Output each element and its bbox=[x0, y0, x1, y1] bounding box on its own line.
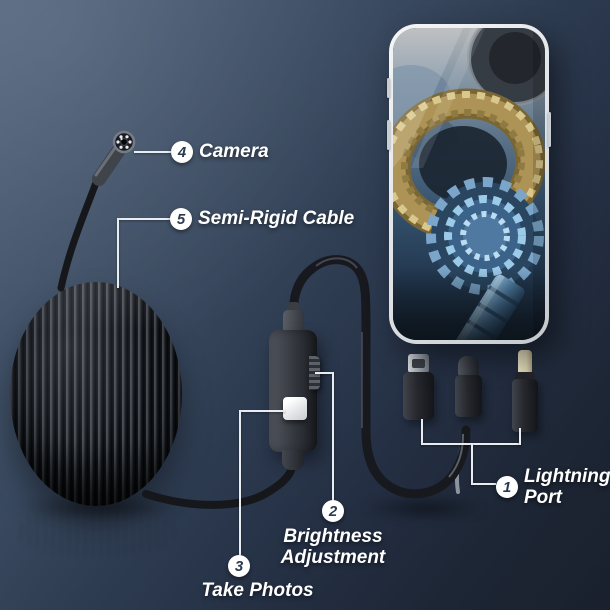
smartphone bbox=[387, 24, 551, 344]
callout-line-wheel-v bbox=[332, 372, 334, 500]
controller-body bbox=[269, 330, 317, 452]
lightning-collar bbox=[515, 372, 535, 380]
label-semi-rigid-cable: Semi-Rigid Cable bbox=[198, 208, 355, 229]
callout-line-cable-v bbox=[117, 218, 119, 288]
label-brightness-line1: Brightness bbox=[283, 526, 383, 547]
label-take-photos: Take Photos bbox=[201, 580, 314, 601]
label-brightness-line2: Adjustment bbox=[280, 547, 386, 568]
controller-bottom-taper bbox=[282, 450, 304, 470]
phone-screen bbox=[393, 28, 545, 340]
usb-c-connector bbox=[455, 356, 482, 417]
phone-side-button-volume bbox=[387, 120, 390, 150]
coiled-semi-rigid-cable bbox=[10, 282, 182, 506]
controller-cable-nub bbox=[288, 302, 299, 312]
label-lightning-port-line1: Lightning bbox=[524, 466, 610, 487]
label-lightning-port-line2: Port bbox=[524, 487, 562, 508]
label-brightness-adjustment: Brightness Adjustment bbox=[253, 526, 413, 568]
usb-c-tip bbox=[458, 356, 479, 376]
callout-line-cable-h bbox=[118, 218, 170, 220]
callout-line-camera bbox=[134, 151, 171, 153]
micro-usb-connector bbox=[403, 354, 434, 420]
cable-floor-shadow bbox=[362, 496, 486, 520]
connector-bracket-right bbox=[519, 428, 521, 445]
lightning-metal-tip bbox=[518, 350, 532, 373]
callout-badge-2: 2 bbox=[322, 500, 344, 522]
micro-usb-slot bbox=[412, 359, 425, 368]
micro-usb-body bbox=[403, 372, 434, 420]
phone-side-button-power bbox=[548, 112, 551, 147]
label-lightning-port: Lightning Port bbox=[524, 466, 610, 508]
connector-bracket-left bbox=[421, 419, 423, 445]
controller-neck bbox=[283, 310, 304, 334]
lightning-connector bbox=[512, 350, 538, 432]
callout-badge-4: 4 bbox=[171, 141, 193, 163]
lightning-body bbox=[512, 379, 538, 432]
brightness-adjustment-wheel bbox=[309, 356, 320, 390]
callout-line-button-v bbox=[239, 410, 241, 555]
callout-line-port-v bbox=[471, 443, 473, 485]
callout-badge-1: 1 bbox=[496, 476, 518, 498]
gear-machinery-image bbox=[393, 28, 545, 340]
usb-c-body bbox=[455, 375, 482, 417]
phone-side-button-small bbox=[387, 78, 390, 98]
callout-line-button-h bbox=[240, 410, 285, 412]
coil-reflection bbox=[16, 506, 176, 558]
callout-badge-3: 3 bbox=[228, 555, 250, 577]
callout-line-port-h bbox=[471, 483, 496, 485]
handheld-controller bbox=[269, 300, 321, 475]
take-photo-button bbox=[283, 397, 307, 420]
label-camera: Camera bbox=[199, 141, 269, 162]
callout-badge-5: 5 bbox=[170, 208, 192, 230]
callout-line-wheel-h bbox=[315, 372, 334, 374]
